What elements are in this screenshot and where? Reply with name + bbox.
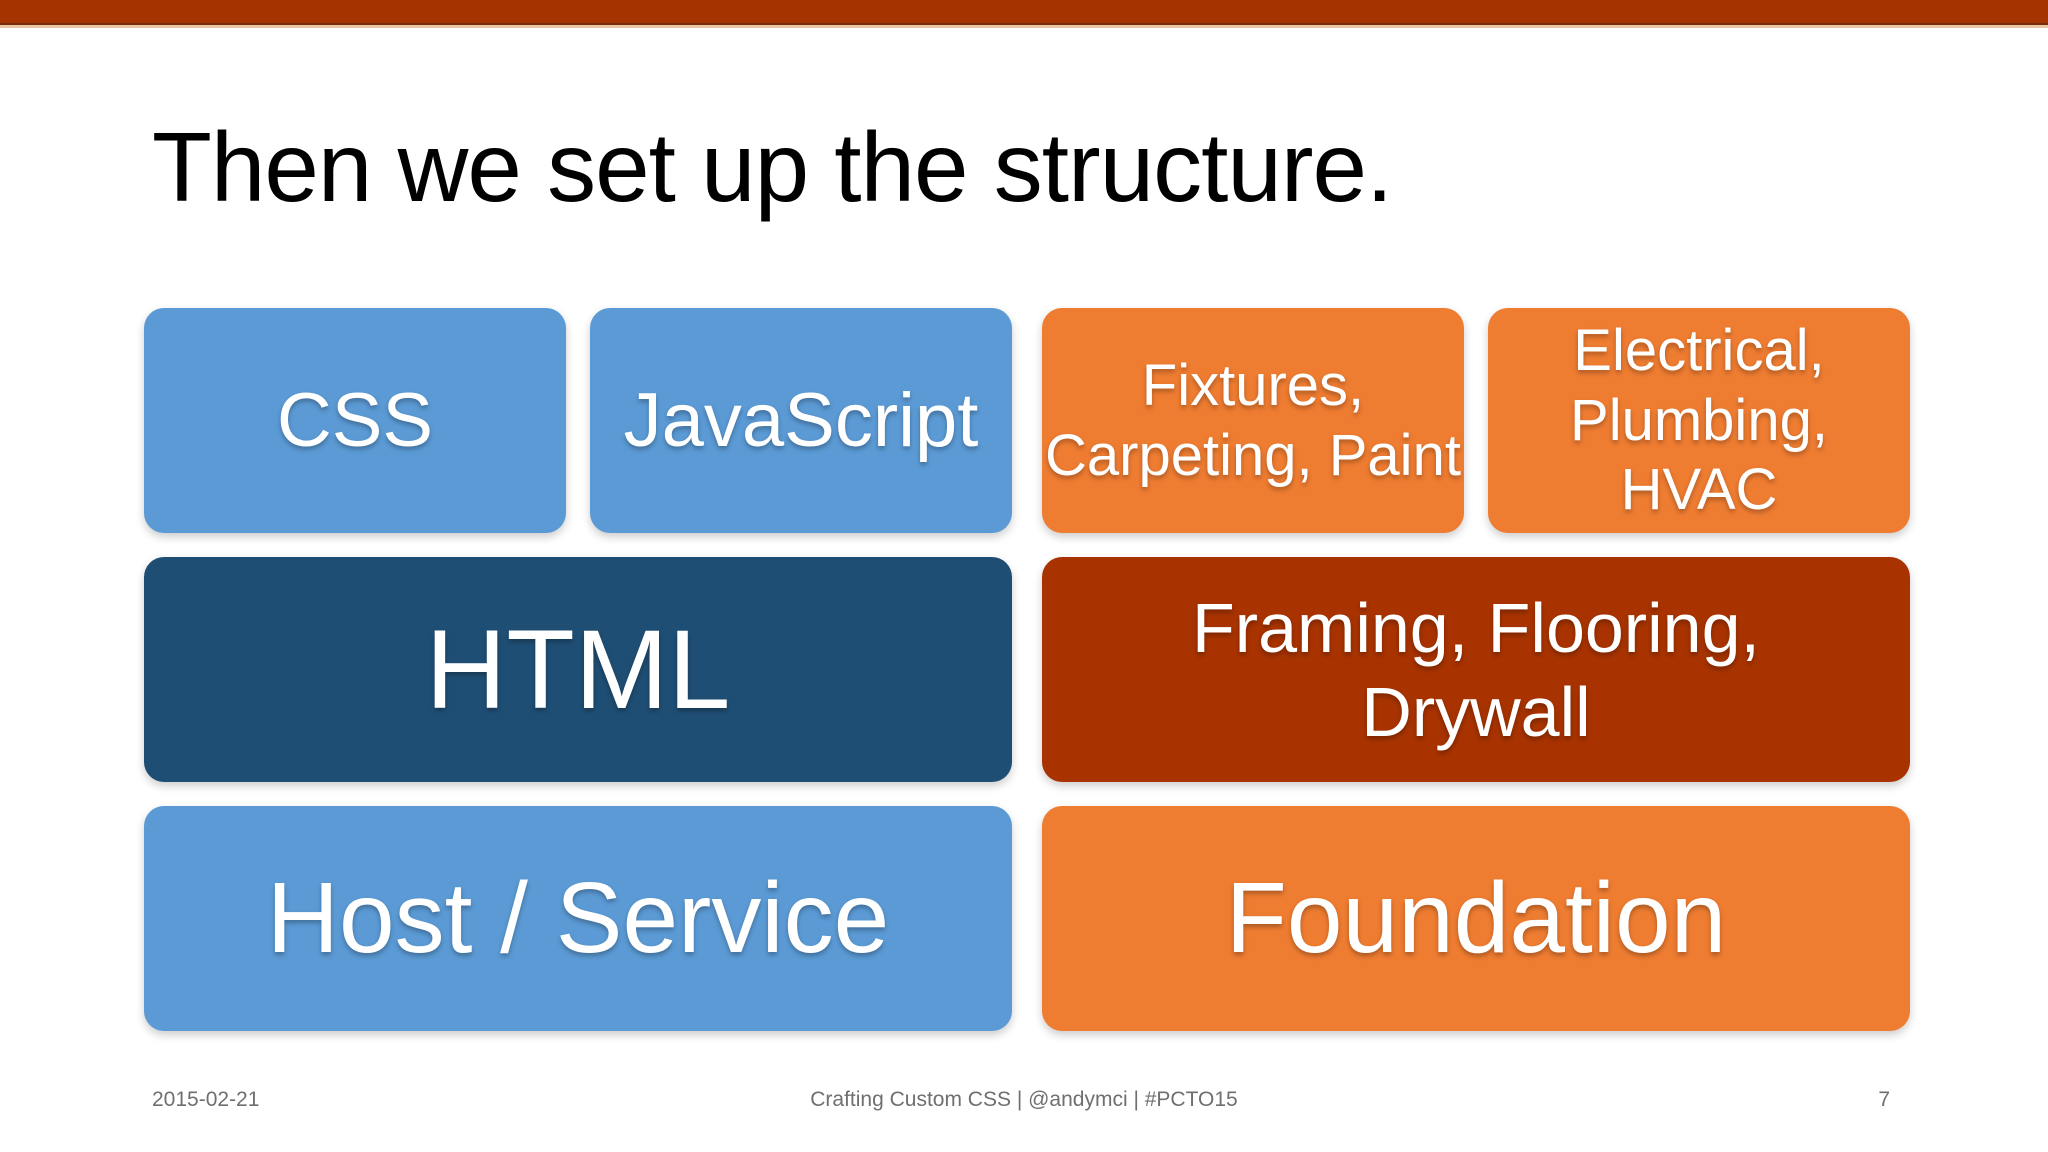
top-accent-bar <box>0 0 2048 28</box>
box-html: HTML <box>144 557 1012 782</box>
footer-credit: Crafting Custom CSS | @andymci | #PCTO15 <box>810 1088 1238 1111</box>
slide-title: Then we set up the structure. <box>152 112 1393 222</box>
smartart-structure-diagram: CSS JavaScript HTML Host / Service Fixtu… <box>144 308 1910 1031</box>
footer-page-number: 7 <box>1878 1088 1890 1111</box>
box-fixtures-carpeting-paint: Fixtures, Carpeting, Paint <box>1042 308 1464 533</box>
box-css: CSS <box>144 308 566 533</box>
web-stack-top-row: CSS JavaScript <box>144 308 1012 533</box>
box-electrical-plumbing-hvac: Electrical, Plumbing, HVAC <box>1488 308 1910 533</box>
house-stack-top-row: Fixtures, Carpeting, Paint Electrical, P… <box>1042 308 1910 533</box>
box-foundation: Foundation <box>1042 806 1910 1031</box>
house-stack-column: Fixtures, Carpeting, Paint Electrical, P… <box>1042 308 1910 1031</box>
box-javascript: JavaScript <box>590 308 1012 533</box>
web-stack-column: CSS JavaScript HTML Host / Service <box>144 308 1012 1031</box>
box-framing-flooring-drywall: Framing, Flooring, Drywall <box>1042 557 1910 782</box>
footer-date: 2015-02-21 <box>152 1088 260 1111</box>
box-host-service: Host / Service <box>144 806 1012 1031</box>
slide-footer: 2015-02-21 Crafting Custom CSS | @andymc… <box>0 1088 2048 1118</box>
